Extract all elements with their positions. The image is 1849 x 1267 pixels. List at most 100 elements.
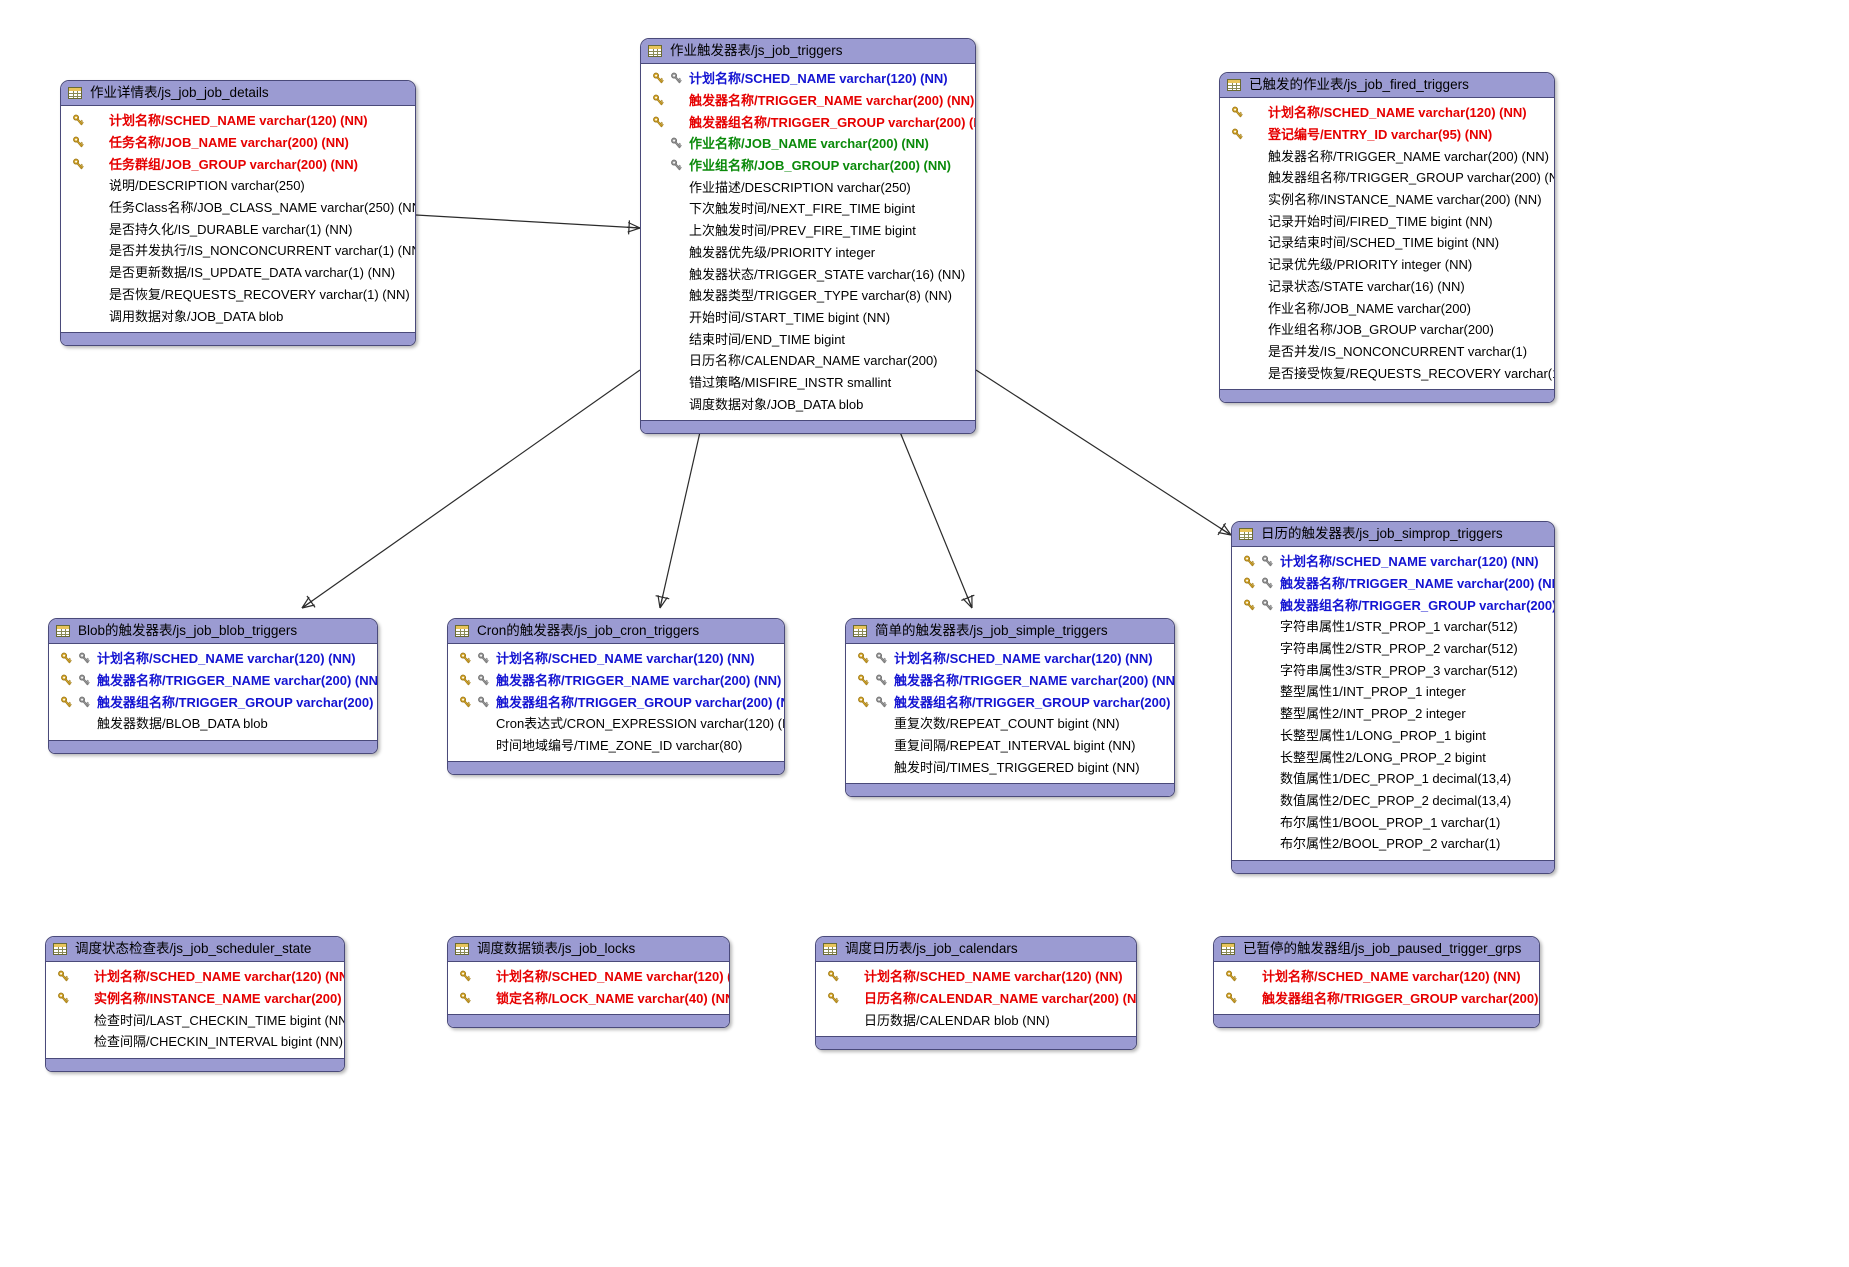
field-row[interactable]: 重复间隔/REPEAT_INTERVAL bigint (NN) xyxy=(846,735,1174,757)
field-row[interactable]: 数值属性1/DEC_PROP_1 decimal(13,4) xyxy=(1232,768,1554,790)
field-row[interactable]: 任务Class名称/JOB_CLASS_NAME varchar(250) (N… xyxy=(61,197,415,219)
entity-job_simprop_triggers[interactable]: 日历的触发器表/js_job_simprop_triggers 计划名称/SCHE… xyxy=(1231,521,1555,874)
field-row[interactable]: 记录状态/STATE varchar(16) (NN) xyxy=(1220,276,1554,298)
field-row[interactable]: 计划名称/SCHED_NAME varchar(120) (NN) xyxy=(61,110,415,132)
field-row[interactable]: 触发器状态/TRIGGER_STATE varchar(16) (NN) xyxy=(641,263,975,285)
field-row[interactable]: 计划名称/SCHED_NAME varchar(120) (NN) xyxy=(1232,551,1554,573)
field-row[interactable]: 错过策略/MISFIRE_INSTR smallint xyxy=(641,372,975,394)
field-row[interactable]: 计划名称/SCHED_NAME varchar(120) (NN) xyxy=(448,966,729,988)
field-row[interactable]: 字符串属性2/STR_PROP_2 varchar(512) xyxy=(1232,638,1554,660)
field-row[interactable]: 触发器名称/TRIGGER_NAME varchar(200) (NN) xyxy=(846,670,1174,692)
field-row[interactable]: 作业名称/JOB_NAME varchar(200) (NN) xyxy=(641,133,975,155)
field-row[interactable]: 调度数据对象/JOB_DATA blob xyxy=(641,393,975,415)
field-row[interactable]: 记录开始时间/FIRED_TIME bigint (NN) xyxy=(1220,210,1554,232)
field-row[interactable]: 作业组名称/JOB_GROUP varchar(200) (NN) xyxy=(641,155,975,177)
entity-job_simple_triggers[interactable]: 简单的触发器表/js_job_simple_triggers 计划名称/SCHED… xyxy=(845,618,1175,798)
entity-header-job_calendars[interactable]: 调度日历表/js_job_calendars xyxy=(816,937,1136,962)
field-row[interactable]: 是否接受恢复/REQUESTS_RECOVERY varchar(1) xyxy=(1220,362,1554,384)
entity-job_paused_trigger_grps[interactable]: 已暂停的触发器组/js_job_paused_trigger_grps 计划名称/… xyxy=(1213,936,1540,1029)
entity-job_fired_triggers[interactable]: 已触发的作业表/js_job_fired_triggers 计划名称/SCHED_… xyxy=(1219,72,1555,403)
field-row[interactable]: 触发器组名称/TRIGGER_GROUP varchar(200) (NN) xyxy=(641,111,975,133)
field-row[interactable]: 触发器组名称/TRIGGER_GROUP varchar(200) (NN) xyxy=(49,691,377,713)
field-row[interactable]: 日历数据/CALENDAR blob (NN) xyxy=(816,1009,1136,1031)
field-row[interactable]: 计划名称/SCHED_NAME varchar(120) (NN) xyxy=(1214,966,1539,988)
field-row[interactable]: 触发器名称/TRIGGER_NAME varchar(200) (NN) xyxy=(448,670,784,692)
entity-header-job_blob_triggers[interactable]: Blob的触发器表/js_job_blob_triggers xyxy=(49,619,377,644)
field-row[interactable]: 重复次数/REPEAT_COUNT bigint (NN) xyxy=(846,713,1174,735)
field-row[interactable]: 开始时间/START_TIME bigint (NN) xyxy=(641,307,975,329)
field-row[interactable]: 计划名称/SCHED_NAME varchar(120) (NN) xyxy=(448,648,784,670)
field-row[interactable]: 触发器类型/TRIGGER_TYPE varchar(8) (NN) xyxy=(641,285,975,307)
field-row[interactable]: 登记编号/ENTRY_ID varchar(95) (NN) xyxy=(1220,124,1554,146)
field-row[interactable]: 任务群组/JOB_GROUP varchar(200) (NN) xyxy=(61,153,415,175)
field-row[interactable]: 整型属性2/INT_PROP_2 integer xyxy=(1232,703,1554,725)
field-row[interactable]: 记录结束时间/SCHED_TIME bigint (NN) xyxy=(1220,232,1554,254)
field-row[interactable]: 触发器优先级/PRIORITY integer xyxy=(641,242,975,264)
field-row[interactable]: 布尔属性2/BOOL_PROP_2 varchar(1) xyxy=(1232,833,1554,855)
field-row[interactable]: 触发时间/TIMES_TRIGGERED bigint (NN) xyxy=(846,756,1174,778)
field-row[interactable]: 触发器组名称/TRIGGER_GROUP varchar(200) (NN) xyxy=(1232,594,1554,616)
entity-header-job_fired_triggers[interactable]: 已触发的作业表/js_job_fired_triggers xyxy=(1220,73,1554,98)
field-row[interactable]: 结束时间/END_TIME bigint xyxy=(641,328,975,350)
entity-header-job_locks[interactable]: 调度数据锁表/js_job_locks xyxy=(448,937,729,962)
field-row[interactable]: 任务名称/JOB_NAME varchar(200) (NN) xyxy=(61,132,415,154)
field-row[interactable]: 计划名称/SCHED_NAME varchar(120) (NN) xyxy=(846,648,1174,670)
field-row[interactable]: Cron表达式/CRON_EXPRESSION varchar(120) (NN… xyxy=(448,713,784,735)
field-row[interactable]: 是否并发/IS_NONCONCURRENT varchar(1) xyxy=(1220,341,1554,363)
field-row[interactable]: 日历名称/CALENDAR_NAME varchar(200) xyxy=(641,350,975,372)
field-row[interactable]: 下次触发时间/NEXT_FIRE_TIME bigint xyxy=(641,198,975,220)
entity-header-job_scheduler_state[interactable]: 调度状态检查表/js_job_scheduler_state xyxy=(46,937,344,962)
field-row[interactable]: 是否并发执行/IS_NONCONCURRENT varchar(1) (NN) xyxy=(61,240,415,262)
field-row[interactable]: 实例名称/INSTANCE_NAME varchar(200) (NN) xyxy=(1220,189,1554,211)
entity-job_scheduler_state[interactable]: 调度状态检查表/js_job_scheduler_state 计划名称/SCHED… xyxy=(45,936,345,1072)
field-row[interactable]: 计划名称/SCHED_NAME varchar(120) (NN) xyxy=(1220,102,1554,124)
entity-header-job_triggers[interactable]: 作业触发器表/js_job_triggers xyxy=(641,39,975,64)
field-row[interactable]: 作业组名称/JOB_GROUP varchar(200) xyxy=(1220,319,1554,341)
field-row[interactable]: 字符串属性1/STR_PROP_1 varchar(512) xyxy=(1232,616,1554,638)
field-row[interactable]: 是否恢复/REQUESTS_RECOVERY varchar(1) (NN) xyxy=(61,284,415,306)
field-row[interactable]: 是否持久化/IS_DURABLE varchar(1) (NN) xyxy=(61,218,415,240)
entity-job_locks[interactable]: 调度数据锁表/js_job_locks 计划名称/SCHED_NAME varch… xyxy=(447,936,730,1029)
field-row[interactable]: 检查时间/LAST_CHECKIN_TIME bigint (NN) xyxy=(46,1009,344,1031)
field-row[interactable]: 锁定名称/LOCK_NAME varchar(40) (NN) xyxy=(448,988,729,1010)
field-row[interactable]: 长整型属性2/LONG_PROP_2 bigint xyxy=(1232,746,1554,768)
field-row[interactable]: 调用数据对象/JOB_DATA blob xyxy=(61,305,415,327)
field-row[interactable]: 长整型属性1/LONG_PROP_1 bigint xyxy=(1232,725,1554,747)
field-row[interactable]: 作业描述/DESCRIPTION varchar(250) xyxy=(641,176,975,198)
field-row[interactable]: 是否更新数据/IS_UPDATE_DATA varchar(1) (NN) xyxy=(61,262,415,284)
field-row[interactable]: 日历名称/CALENDAR_NAME varchar(200) (NN) xyxy=(816,988,1136,1010)
entity-job_calendars[interactable]: 调度日历表/js_job_calendars 计划名称/SCHED_NAME va… xyxy=(815,936,1137,1051)
field-row[interactable]: 说明/DESCRIPTION varchar(250) xyxy=(61,175,415,197)
entity-job_blob_triggers[interactable]: Blob的触发器表/js_job_blob_triggers 计划名称/SCHED… xyxy=(48,618,378,754)
field-row[interactable]: 计划名称/SCHED_NAME varchar(120) (NN) xyxy=(49,648,377,670)
field-row[interactable]: 触发器组名称/TRIGGER_GROUP varchar(200) (NN) xyxy=(1214,988,1539,1010)
field-row[interactable]: 触发器名称/TRIGGER_NAME varchar(200) (NN) xyxy=(1232,573,1554,595)
entity-job_triggers[interactable]: 作业触发器表/js_job_triggers 计划名称/SCHED_NAME va… xyxy=(640,38,976,434)
field-row[interactable]: 作业名称/JOB_NAME varchar(200) xyxy=(1220,297,1554,319)
entity-header-job_simprop_triggers[interactable]: 日历的触发器表/js_job_simprop_triggers xyxy=(1232,522,1554,547)
field-row[interactable]: 触发器组名称/TRIGGER_GROUP varchar(200) (NN) xyxy=(448,691,784,713)
field-row[interactable]: 触发器名称/TRIGGER_NAME varchar(200) (NN) xyxy=(49,670,377,692)
entity-job_job_details[interactable]: 作业详情表/js_job_job_details 计划名称/SCHED_NAME … xyxy=(60,80,416,346)
field-row[interactable]: 布尔属性1/BOOL_PROP_1 varchar(1) xyxy=(1232,811,1554,833)
field-row[interactable]: 计划名称/SCHED_NAME varchar(120) (NN) xyxy=(46,966,344,988)
field-row[interactable]: 实例名称/INSTANCE_NAME varchar(200) (NN) xyxy=(46,988,344,1010)
field-row[interactable]: 触发器名称/TRIGGER_NAME varchar(200) (NN) xyxy=(1220,145,1554,167)
entity-header-job_paused_trigger_grps[interactable]: 已暂停的触发器组/js_job_paused_trigger_grps xyxy=(1214,937,1539,962)
field-row[interactable]: 计划名称/SCHED_NAME varchar(120) (NN) xyxy=(816,966,1136,988)
field-row[interactable]: 触发器组名称/TRIGGER_GROUP varchar(200) (NN) xyxy=(846,691,1174,713)
entity-header-job_simple_triggers[interactable]: 简单的触发器表/js_job_simple_triggers xyxy=(846,619,1174,644)
field-row[interactable]: 触发器名称/TRIGGER_NAME varchar(200) (NN) xyxy=(641,90,975,112)
entity-header-job_job_details[interactable]: 作业详情表/js_job_job_details xyxy=(61,81,415,106)
field-row[interactable]: 计划名称/SCHED_NAME varchar(120) (NN) xyxy=(641,68,975,90)
field-row[interactable]: 记录优先级/PRIORITY integer (NN) xyxy=(1220,254,1554,276)
field-row[interactable]: 数值属性2/DEC_PROP_2 decimal(13,4) xyxy=(1232,790,1554,812)
field-row[interactable]: 整型属性1/INT_PROP_1 integer xyxy=(1232,681,1554,703)
field-row[interactable]: 触发器组名称/TRIGGER_GROUP varchar(200) (NN) xyxy=(1220,167,1554,189)
field-row[interactable]: 字符串属性3/STR_PROP_3 varchar(512) xyxy=(1232,659,1554,681)
field-row[interactable]: 时间地域编号/TIME_ZONE_ID varchar(80) xyxy=(448,735,784,757)
field-row[interactable]: 触发器数据/BLOB_DATA blob xyxy=(49,713,377,735)
field-row[interactable]: 检查间隔/CHECKIN_INTERVAL bigint (NN) xyxy=(46,1031,344,1053)
field-row[interactable]: 上次触发时间/PREV_FIRE_TIME bigint xyxy=(641,220,975,242)
